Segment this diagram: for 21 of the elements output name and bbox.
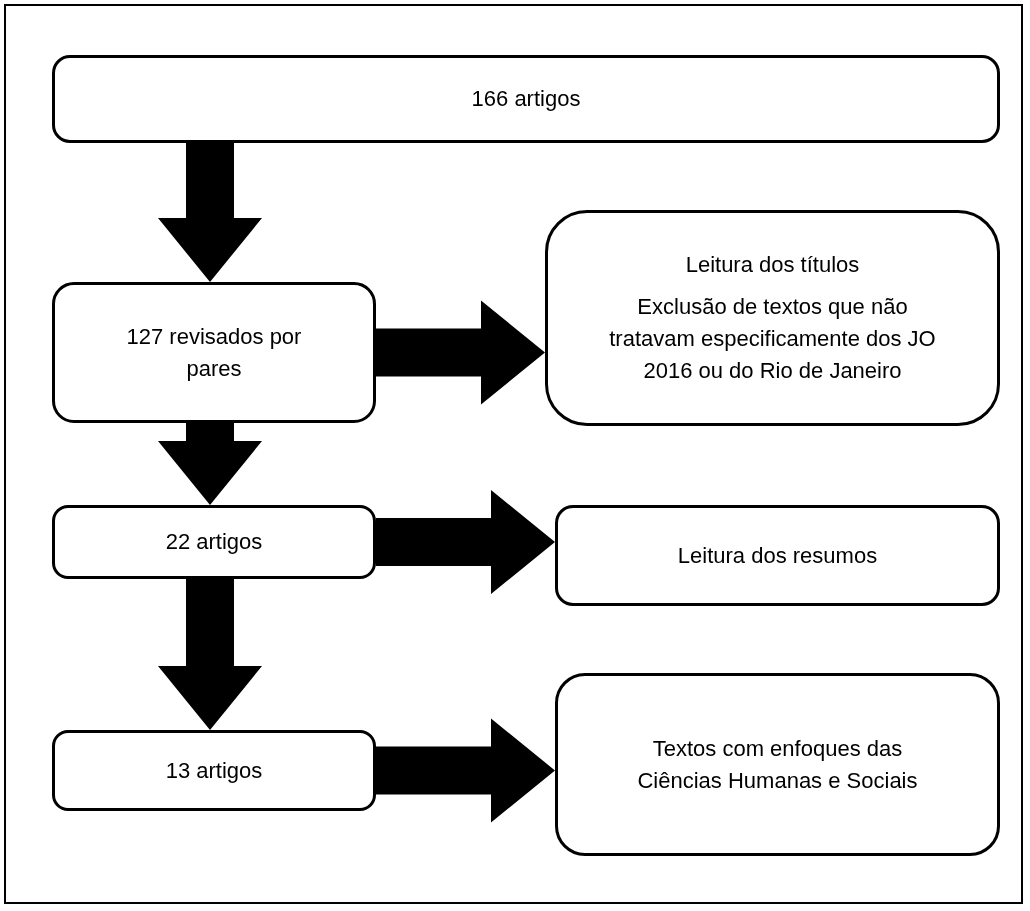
block-arrow — [158, 423, 262, 505]
process-box — [555, 505, 1000, 606]
box-text: Exclusão de textos que não tratavam especificamente dos JO 2016 ou do Rio de Janeiro — [608, 293, 937, 385]
box-text: 22 artigos — [165, 528, 263, 557]
process-box — [52, 730, 376, 811]
process-box — [545, 210, 1000, 426]
box-text: 13 artigos — [165, 756, 263, 785]
block-arrow — [376, 300, 545, 405]
box-text: Textos com enfoques das Ciências Humanas e Sociais — [636, 734, 919, 795]
process-box — [555, 673, 1000, 856]
box-heading: Leitura dos títulos — [685, 251, 860, 280]
box-text: Leitura dos resumos — [677, 541, 878, 570]
box-text: 127 revisados por pares — [125, 322, 303, 383]
block-arrow — [158, 579, 262, 730]
block-arrow — [158, 143, 262, 282]
process-box — [52, 505, 376, 579]
block-arrow — [376, 718, 555, 823]
box-text: 166 artigos — [471, 85, 581, 114]
process-box — [52, 55, 1000, 143]
block-arrow — [376, 490, 555, 594]
process-box — [52, 282, 376, 423]
